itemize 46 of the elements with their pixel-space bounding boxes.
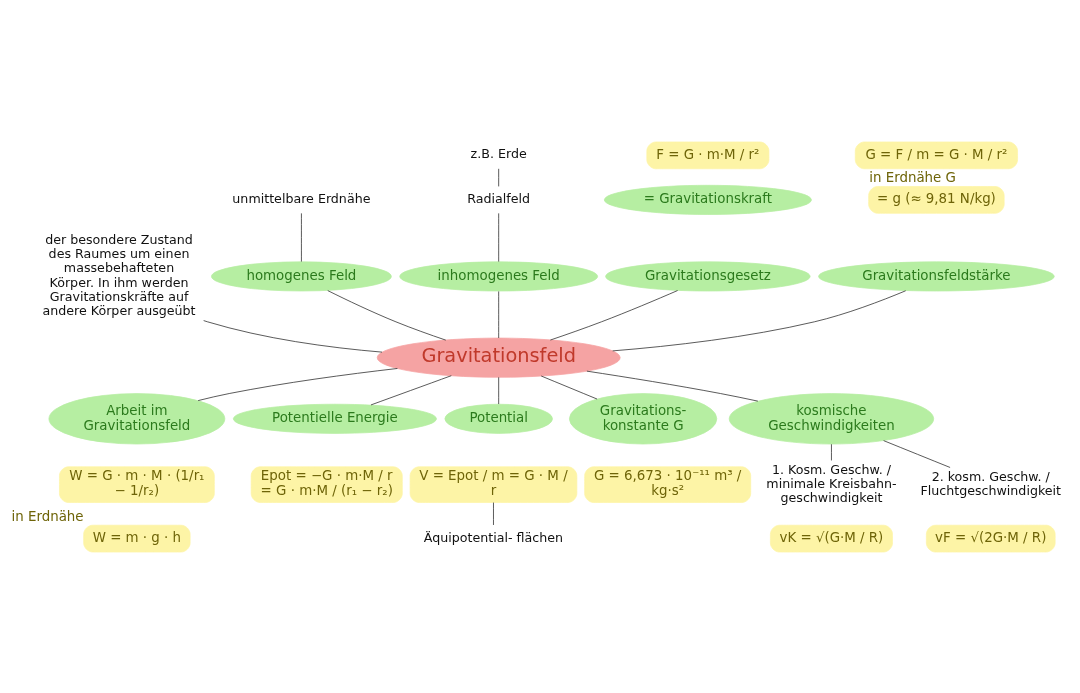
connector	[498, 376, 500, 404]
node-label: in Erdnähe	[11, 508, 84, 524]
node-label: in Erdnähe G	[869, 169, 956, 185]
connector	[498, 212, 500, 262]
node-ellipse: = Gravitationskraft	[603, 184, 812, 215]
node-text: unmittelbare Erdnähe	[232, 190, 371, 206]
node-text: der besondere Zustand des Raumes um einen massebehafteten Körper. In ihm werden Gravitationskräfte auf andere Körper ausgeübt	[42, 231, 196, 318]
node-ellipse: Arbeit im Gravitationsfeld	[48, 392, 226, 444]
node-text: z.B. Erde	[470, 145, 527, 161]
node-ellipse: Gravitationsfeld	[376, 337, 621, 378]
node-box: G = F / m = G · M / r²	[854, 141, 1018, 169]
connector	[493, 501, 494, 525]
node-text: 2. kosm. Geschw. / Fluchtgeschwindigkeit	[920, 468, 1062, 498]
node-box: = g (≈ 9,81 N/kg)	[868, 185, 1005, 214]
connector	[612, 289, 907, 351]
node-text: 1. Kosm. Geschw. / minimale Kreisbahn- geschwindigkeit	[766, 461, 897, 505]
node-ellipse: Gravitationsfeldstärke	[818, 260, 1055, 291]
node-box: W = G · m · M · (1/r₁ − 1/r₂)	[59, 465, 215, 503]
connector	[197, 367, 398, 401]
connector	[301, 212, 302, 262]
connector	[540, 375, 598, 399]
node-ellipse: Potential	[444, 403, 553, 434]
node-box: F = G · m·M / r²	[646, 141, 770, 169]
connector	[883, 439, 951, 468]
node-box: vK = √(G·M / R)	[770, 524, 893, 552]
connector	[831, 443, 832, 461]
node-ellipse: Potentielle Energie	[232, 403, 437, 434]
connector	[498, 290, 500, 338]
node-ellipse: kosmische Geschwindigkeiten	[728, 392, 935, 444]
node-text: Radialfeld	[467, 190, 531, 206]
node-box: W = m · g · h	[83, 524, 191, 552]
node-ellipse: Gravitationsgesetz	[605, 260, 811, 291]
connector	[203, 319, 383, 352]
connector	[327, 289, 447, 340]
connector	[498, 167, 500, 187]
connector	[370, 374, 452, 405]
node-box: Epot = −G · m·M / r = G · m·M / (r₁ − r₂)	[250, 465, 403, 503]
node-ellipse: homogenes Feld	[211, 260, 392, 291]
node-ellipse: Gravitations- konstante G	[569, 392, 718, 444]
node-box: vF = √(2G·M / R)	[926, 524, 1056, 552]
node-ellipse: inhomogenes Feld	[399, 260, 598, 291]
node-box: G = 6,673 · 10⁻¹¹ m³ / kg·s²	[584, 465, 752, 503]
node-box: V = Epot / m = G · M / r	[409, 465, 578, 503]
node-text: Äquipotential- flächen	[423, 529, 564, 545]
connector	[586, 370, 759, 401]
connector	[550, 289, 678, 340]
